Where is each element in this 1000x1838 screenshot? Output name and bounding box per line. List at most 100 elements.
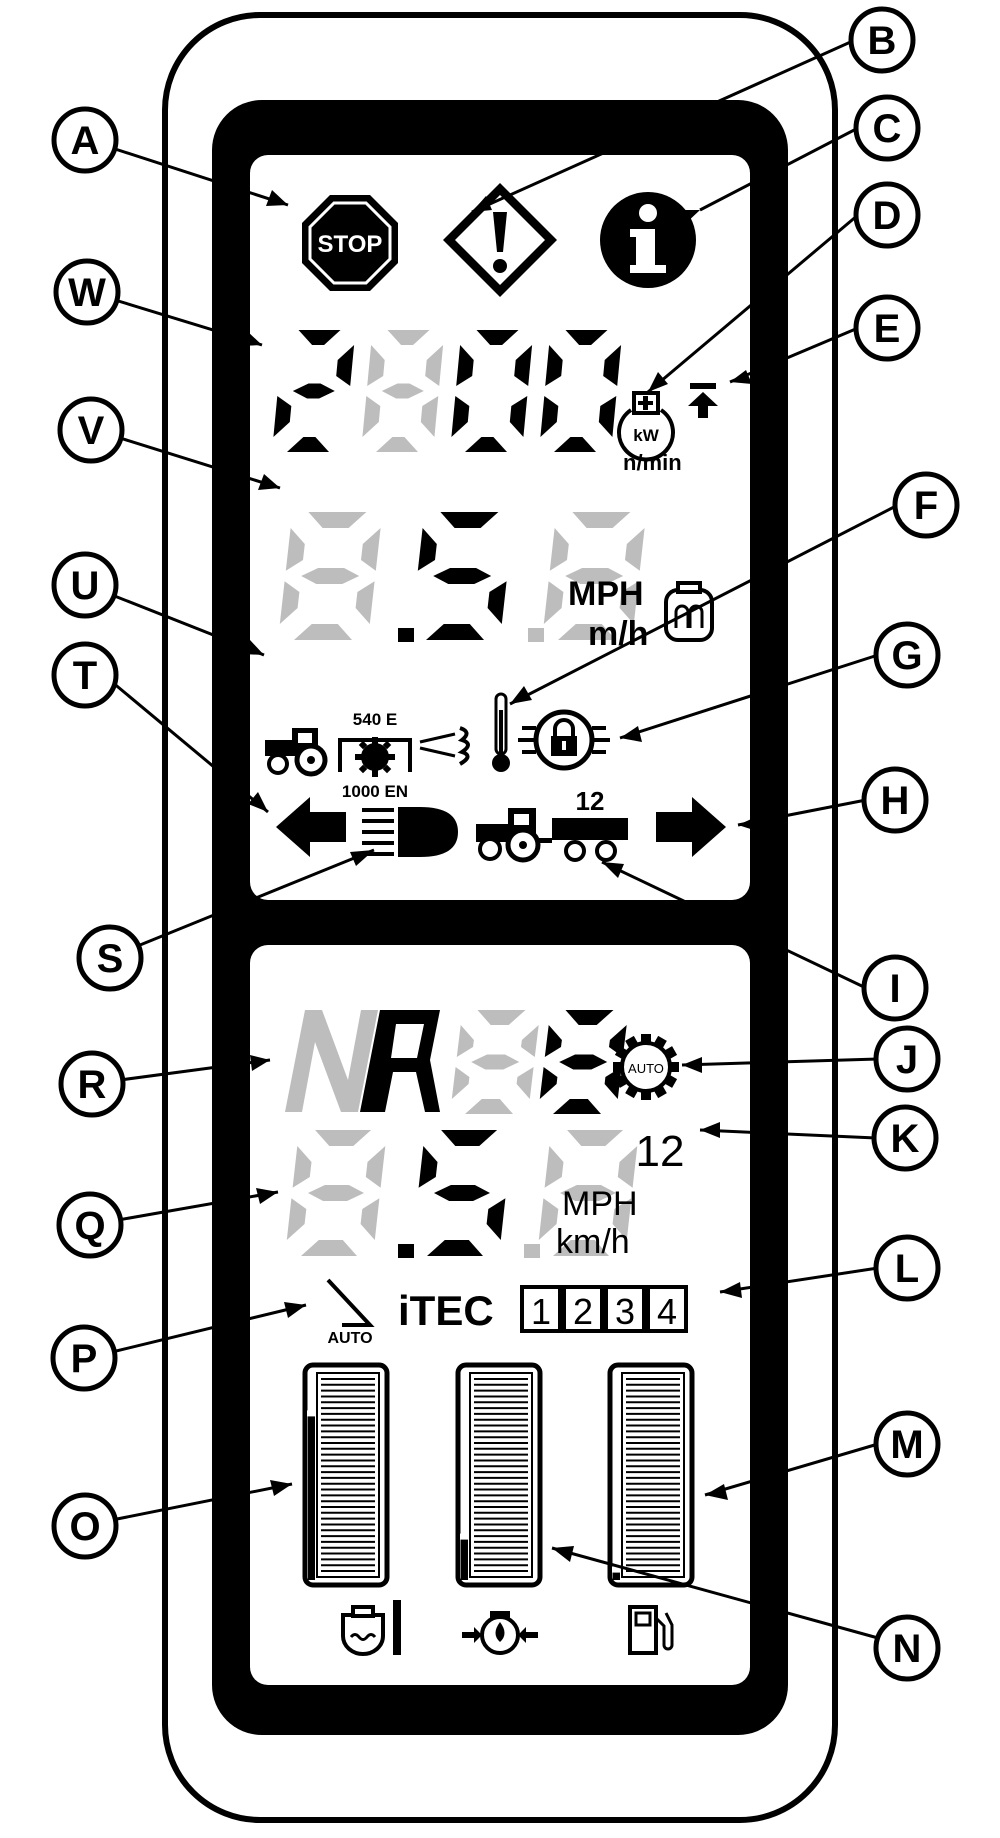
callout-c: C — [853, 94, 921, 162]
callout-g: G — [873, 621, 941, 689]
segment-f — [544, 1025, 562, 1057]
segment-f — [549, 528, 569, 571]
segment-d — [376, 437, 418, 452]
callout-b: B — [848, 6, 916, 74]
upper-display-window — [250, 155, 750, 900]
segment-f — [545, 345, 563, 386]
segment-e — [279, 581, 300, 624]
svg-text:G: G — [891, 634, 922, 678]
callout-w: W — [53, 258, 121, 326]
callout-i: I — [861, 954, 929, 1022]
rpm-digit — [540, 330, 622, 452]
itec-step-label: 1 — [531, 1291, 551, 1332]
segment-f — [292, 1146, 312, 1188]
segment-g — [433, 568, 492, 584]
pto-speed-icon: 540 E 1000 EN — [338, 710, 412, 801]
segment-e — [273, 396, 292, 437]
auto-gear-label: AUTO — [628, 1061, 664, 1076]
gauge-level-marker — [307, 1410, 316, 1417]
decimal-point — [398, 1244, 414, 1258]
itec-step-box: 4 — [646, 1285, 688, 1333]
segment-g — [381, 383, 424, 399]
segment-g — [301, 568, 360, 584]
segment-b — [425, 345, 444, 386]
gear-char-n — [285, 1010, 378, 1112]
callout-u: U — [51, 551, 119, 619]
segment-c — [516, 1067, 534, 1099]
segment-c — [619, 581, 639, 624]
auto-gear-icon: AUTO — [613, 1034, 679, 1100]
hitch-auto-label: AUTO — [327, 1330, 372, 1347]
gauge-level-fill — [308, 1416, 315, 1580]
segment-f — [367, 345, 385, 386]
segment-d — [427, 1240, 483, 1256]
speed-digit — [279, 512, 381, 640]
segment-a — [572, 512, 631, 528]
gear-number: 12 — [636, 1127, 685, 1176]
callout-q: Q — [56, 1191, 124, 1259]
engine-rpm-readout — [273, 330, 622, 452]
callout-t: T — [51, 641, 119, 709]
svg-text:S: S — [97, 937, 124, 981]
callout-l: L — [873, 1234, 941, 1302]
segment-c — [487, 581, 507, 624]
stop-label: STOP — [318, 231, 383, 258]
segment-g — [292, 383, 335, 399]
svg-text:E: E — [874, 307, 901, 351]
cog-tooth — [641, 1088, 651, 1100]
itec-step-label: 2 — [573, 1291, 593, 1332]
decimal-point — [528, 628, 544, 642]
segment-d — [554, 437, 596, 452]
decimal-point — [398, 628, 414, 642]
segment-c — [486, 1198, 506, 1240]
svg-text:H: H — [881, 779, 910, 823]
segment-g — [565, 568, 624, 584]
segment-e — [451, 396, 470, 437]
lower-speed-readout — [286, 1130, 638, 1258]
callout-k: K — [871, 1104, 939, 1172]
segment-e — [543, 581, 564, 624]
trailer-number: 12 — [576, 786, 605, 816]
segment-d — [553, 1099, 601, 1114]
segment-d — [558, 624, 616, 640]
segment-a — [565, 330, 608, 345]
segment-b — [514, 345, 533, 386]
pto-top-label: 540 E — [353, 710, 397, 729]
svg-text:A: A — [71, 119, 100, 163]
segment-d — [465, 437, 507, 452]
callout-j: J — [873, 1025, 941, 1093]
segment-b — [603, 345, 622, 386]
svg-text:N: N — [893, 1627, 922, 1671]
glow-plug-icon — [664, 581, 714, 642]
svg-text:D: D — [873, 194, 902, 238]
segment-f — [285, 528, 305, 571]
segment-e — [540, 396, 559, 437]
segment-c — [355, 581, 375, 624]
segment-d — [287, 437, 329, 452]
engine-oil-pressure-gauge — [455, 1362, 543, 1588]
svg-text:W: W — [68, 271, 106, 315]
coolant-temperature-gauge — [302, 1362, 390, 1588]
gear-char-digit — [451, 1010, 539, 1114]
transmission-gear-readout — [285, 1010, 627, 1114]
callout-e: E — [853, 294, 921, 362]
pto-bottom-label: 1000 EN — [342, 782, 408, 801]
power-boost-active-icon — [688, 383, 718, 418]
right-turn-indicator-icon — [656, 797, 726, 857]
callout-a: A — [51, 106, 119, 174]
svg-text:T: T — [73, 654, 97, 698]
segment-f — [544, 1146, 564, 1188]
segment-g — [471, 1054, 520, 1070]
segment-e — [539, 1067, 558, 1099]
segment-b — [361, 528, 381, 571]
svg-text:R: R — [78, 1063, 107, 1107]
lower-speed-unit-bottom: km/h — [556, 1223, 630, 1261]
information-icon — [600, 192, 696, 288]
segment-e — [362, 396, 381, 437]
segment-c — [360, 1198, 380, 1240]
segment-a — [565, 1010, 614, 1025]
segment-c — [604, 1067, 622, 1099]
